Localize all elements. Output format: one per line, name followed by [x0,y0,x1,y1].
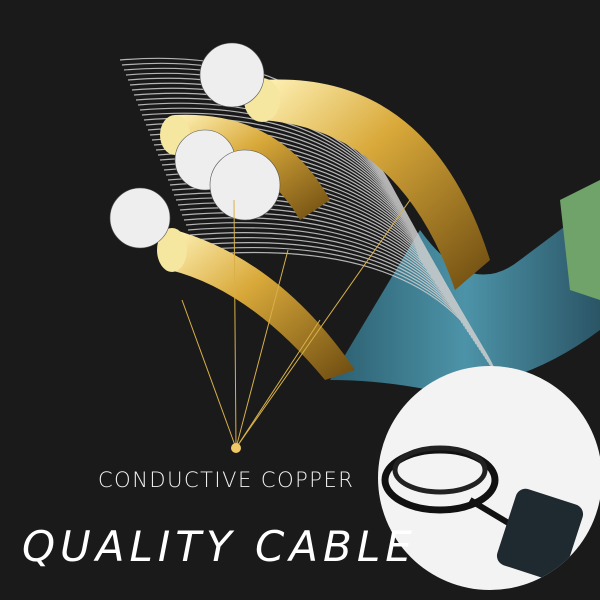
cable-jacket [330,180,600,390]
silver-strand [197,252,499,378]
headline-quality-cable: QUALITY CABLE [22,522,417,571]
subtitle-conductive-copper: CONDUCTIVE COPPER [98,468,355,492]
pointer-lines [181,199,411,449]
strand-bundle-ends [109,42,281,249]
pointer-dot [231,443,241,453]
